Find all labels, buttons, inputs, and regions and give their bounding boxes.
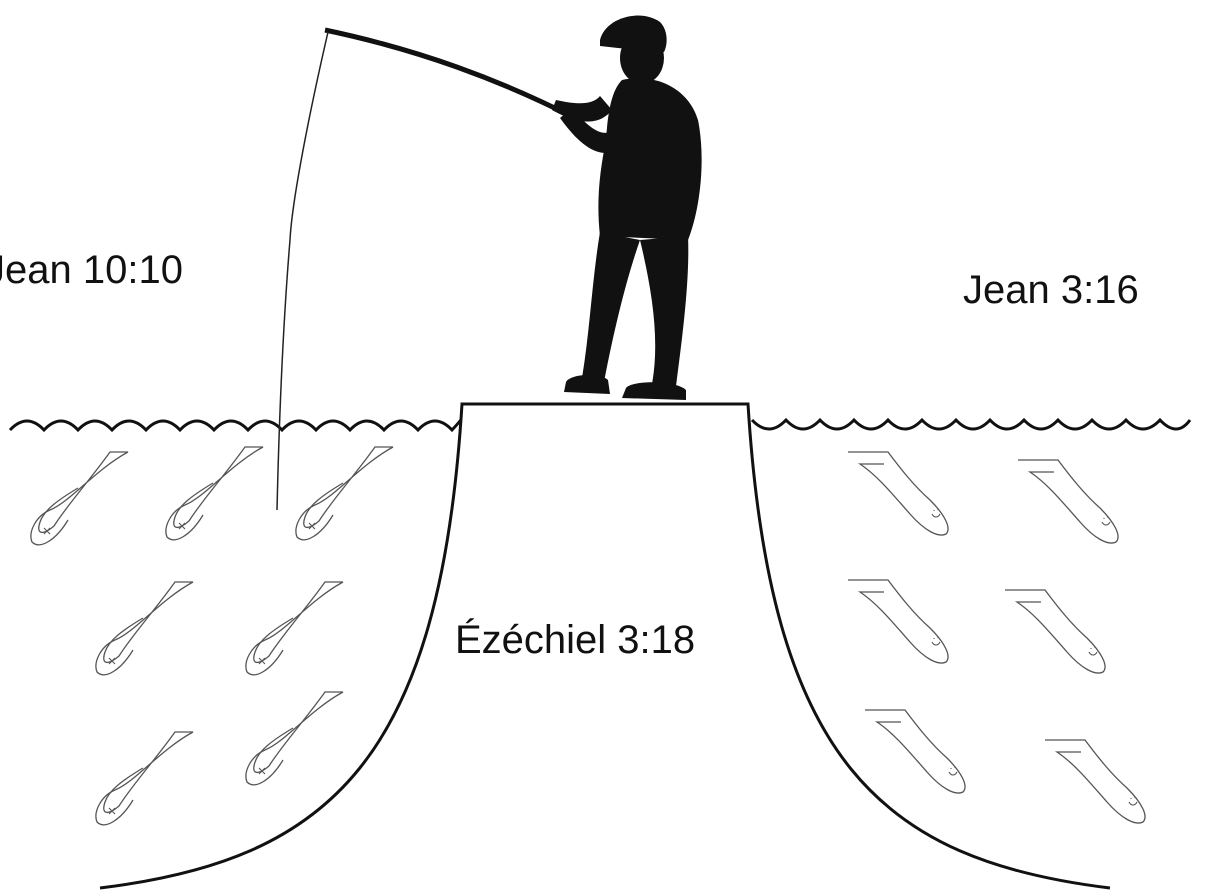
- fish-dead: [95, 581, 194, 676]
- fish-happy: [847, 579, 949, 664]
- rock-pedestal: [99, 402, 1111, 890]
- fish-dead: [295, 446, 394, 541]
- fish-happy: [847, 451, 949, 536]
- label-ezechiel-3-18: Ézéchiel 3:18: [455, 618, 696, 662]
- fish-dead: [245, 691, 344, 786]
- fish-happy: [1004, 589, 1106, 674]
- fish-dead: [245, 581, 344, 676]
- water-waves-left: [8, 403, 472, 433]
- fish-dead: [30, 451, 129, 546]
- fish-happy: [864, 709, 966, 794]
- water-waves-right: [750, 417, 1192, 431]
- fish-dead: [95, 731, 194, 826]
- fisherman-silhouette: [552, 15, 702, 400]
- fish-happy: [1017, 459, 1119, 544]
- fish-dead: [165, 446, 264, 541]
- label-jean-3-16: Jean 3:16: [963, 268, 1139, 312]
- fishing-line: [276, 31, 329, 511]
- fishing-rod: [324, 27, 577, 121]
- fish-happy: [1044, 739, 1146, 824]
- label-jean-10-10: Jean 10:10: [0, 248, 183, 292]
